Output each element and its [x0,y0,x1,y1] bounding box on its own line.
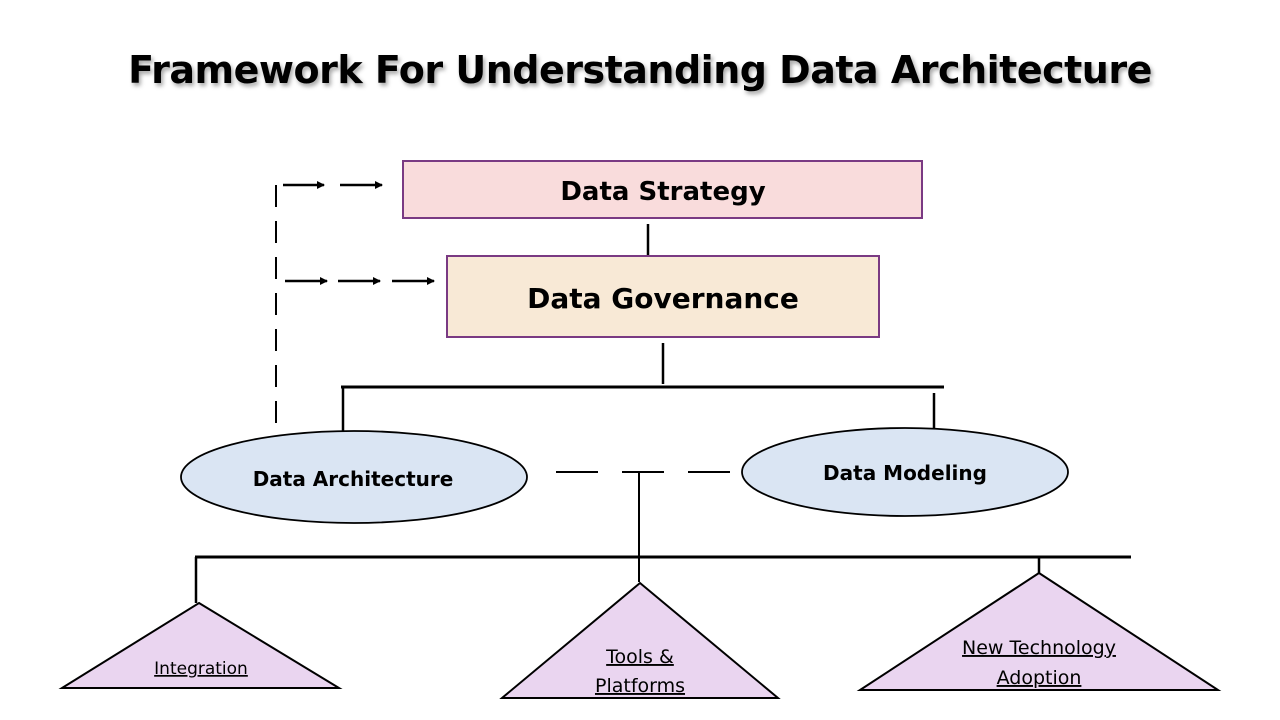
data-strategy-box[interactable]: Data Strategy [402,160,923,219]
diagram-title: Framework For Understanding Data Archite… [128,48,1152,92]
data-modeling-node[interactable]: Data Modeling [741,427,1069,517]
data-strategy-label: Data Strategy [560,177,765,207]
data-architecture-node[interactable]: Data Architecture [180,430,528,524]
technology-label-line2: Adoption [997,667,1082,689]
tools-label-line2: Platforms [595,675,685,697]
new-technology-triangle[interactable]: New Technology Adoption [856,571,1222,691]
integration-label: Integration [154,659,248,679]
data-governance-box[interactable]: Data Governance [446,255,880,338]
tools-label-line1: Tools & [605,646,674,668]
integration-triangle[interactable]: Integration [58,601,343,689]
data-architecture-label: Data Architecture [253,467,454,491]
tools-platforms-triangle[interactable]: Tools & Platforms [499,581,781,699]
technology-label-line1: New Technology [962,637,1116,659]
data-governance-label: Data Governance [527,282,799,315]
data-modeling-label: Data Modeling [823,461,987,485]
